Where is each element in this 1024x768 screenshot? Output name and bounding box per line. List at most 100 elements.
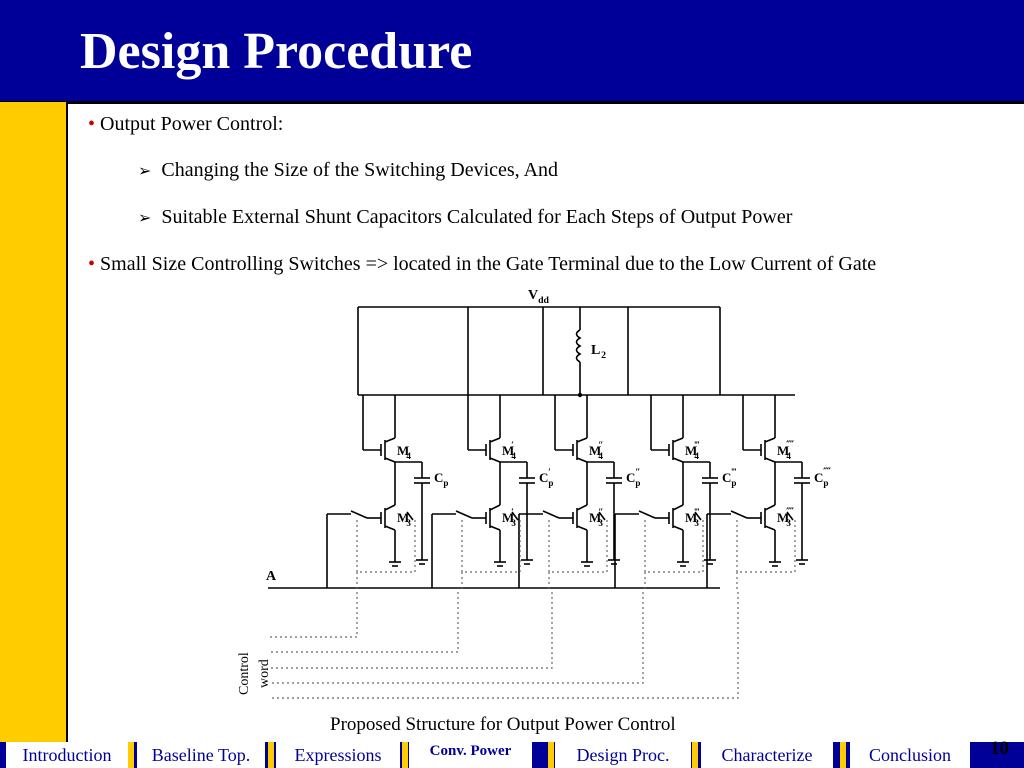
m4-source: [489, 457, 501, 463]
nav-separator: [692, 742, 698, 768]
m4-subscript: 4: [406, 451, 411, 461]
nav-separator: [402, 742, 408, 768]
bullet-dot-icon: •: [88, 113, 101, 135]
control-word-line: [270, 592, 358, 638]
m4-source: [672, 457, 684, 463]
gate-switch: [638, 510, 656, 519]
m3-source: [489, 525, 501, 531]
nav-item-baseline-top[interactable]: Baseline Top.: [137, 742, 265, 768]
gate-switch-2: [786, 511, 794, 521]
nav-separator: [548, 742, 554, 768]
m4-label: M: [777, 443, 789, 458]
m4-prime: ‴: [694, 440, 699, 451]
m3-subscript: 3: [694, 518, 699, 528]
m4-source: [384, 457, 396, 463]
control-line: [548, 520, 608, 573]
m4-label: M: [502, 443, 514, 458]
m4-subscript: 4: [694, 451, 699, 461]
nav-item-expressions[interactable]: Expressions: [276, 742, 400, 768]
gate-switch: [730, 510, 748, 519]
bullet-1-text: Output Power Control:: [100, 113, 284, 135]
cap-label: C: [434, 470, 443, 485]
m4-label: M: [685, 443, 697, 458]
gate-switch: [455, 510, 473, 519]
cap-prime: ‴: [731, 467, 736, 478]
m4-drain: [764, 437, 776, 443]
header-divider: [0, 101, 1024, 104]
gate-switch-2: [694, 511, 702, 521]
nav-item-characterize[interactable]: Characterize: [701, 742, 833, 768]
m4-drain: [489, 437, 501, 443]
m3-subscript: 3: [406, 518, 411, 528]
m4-prime: ′: [511, 440, 514, 451]
m4-drain: [672, 437, 684, 443]
gate-switch-2: [598, 511, 606, 521]
m4-subscript: 4: [598, 451, 603, 461]
sub-bullet-2-text: Suitable External Shunt Capacitors Calcu…: [161, 206, 793, 228]
m3-prime: ⁗: [786, 507, 794, 518]
control-line: [356, 520, 416, 573]
control-word-line: [270, 592, 739, 699]
left-sidebar: [0, 102, 68, 742]
input-label: A: [266, 569, 277, 584]
m3-drain: [489, 504, 501, 511]
cap-label: C: [722, 470, 731, 485]
m3-label: M: [685, 510, 697, 525]
cap-prime: ′: [548, 467, 551, 478]
cap-subscript: p: [823, 478, 828, 488]
page-number: 10: [990, 738, 1009, 759]
m3-label: M: [777, 510, 789, 525]
control-line: [461, 520, 521, 573]
cap-label: C: [626, 470, 635, 485]
cap-subscript: p: [635, 478, 640, 488]
inductor-subscript: 2: [601, 350, 606, 361]
nav-item-conv-power[interactable]: Conv. Power: [409, 742, 532, 768]
nav-item-introduction[interactable]: Introduction: [6, 742, 128, 768]
m4-drain: [576, 437, 588, 443]
slide-title: Design Procedure: [80, 23, 473, 80]
sub-bullet-1-text: Changing the Size of the Switching Devic…: [161, 159, 559, 181]
control-word-line: [270, 592, 459, 653]
cap-prime: ″: [635, 467, 640, 478]
junction-dot: [577, 392, 583, 398]
slide-content: • Output Power Control: ➢ Changing the Si…: [88, 112, 1018, 276]
m3-label: M: [397, 510, 409, 525]
m4-subscript: 4: [786, 451, 791, 461]
bullet-2-text: Small Size Controlling Switches => locat…: [100, 253, 877, 275]
sub-bullet-2: ➢ Suitable External Shunt Capacitors Calc…: [88, 205, 1018, 230]
vdd-subscript: dd: [538, 295, 549, 306]
gate-switch: [542, 510, 560, 519]
control-label-word: word: [257, 659, 272, 688]
diagram-caption: Proposed Structure for Output Power Cont…: [330, 714, 676, 735]
cap-subscript: p: [548, 478, 553, 488]
nav-separator: [268, 742, 274, 768]
m3-source: [384, 525, 396, 531]
inductor-coil: [575, 329, 582, 363]
gate-switch: [350, 510, 368, 519]
bullet-dot-icon: •: [88, 253, 101, 275]
m4-source: [764, 457, 776, 463]
m4-label: M: [397, 443, 409, 458]
m4-label: M: [589, 443, 601, 458]
arrow-bullet-icon: ➢: [138, 161, 152, 180]
m3-label: M: [589, 510, 601, 525]
cap-label: C: [539, 470, 548, 485]
m3-drain: [764, 504, 776, 511]
m3-subscript: 3: [511, 518, 516, 528]
nav-item-design-proc[interactable]: Design Proc.: [555, 742, 691, 768]
gate-switch-2: [511, 511, 519, 521]
m4-drain: [384, 437, 396, 443]
m3-label: M: [502, 510, 514, 525]
m3-source: [672, 525, 684, 531]
m3-subscript: 3: [598, 518, 603, 528]
title-bar: Design Procedure: [0, 0, 1024, 102]
bullet-2: • Small Size Controlling Switches => loc…: [88, 252, 1018, 276]
arrow-bullet-icon: ➢: [138, 208, 152, 227]
m3-prime: ‴: [694, 507, 699, 518]
control-word-line: [270, 592, 644, 684]
vdd-label: V: [528, 288, 538, 303]
sub-bullet-1: ➢ Changing the Size of the Switching Devi…: [88, 158, 1018, 183]
control-line: [736, 520, 796, 573]
nav-item-conclusion[interactable]: Conclusion: [850, 742, 970, 768]
